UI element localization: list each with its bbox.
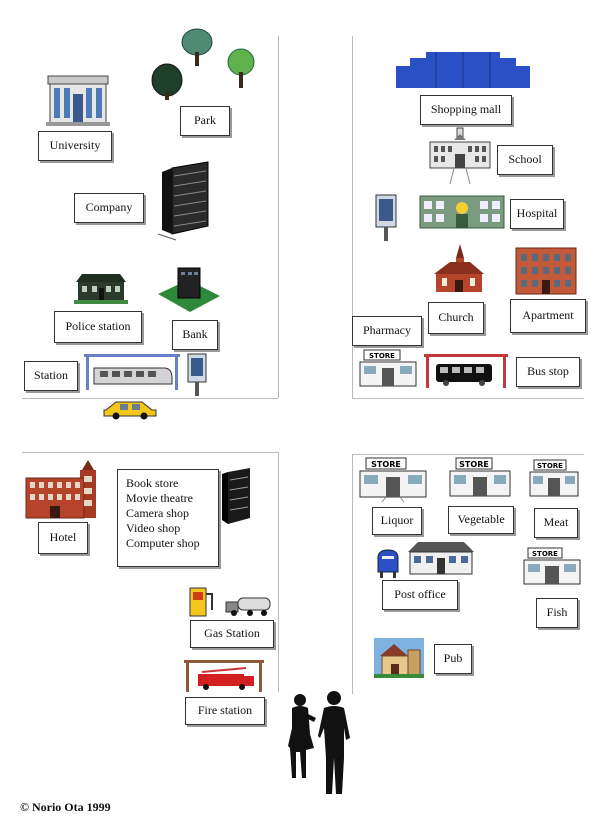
store-icon: STORE: [359, 457, 427, 503]
police-station-label: Police station: [54, 311, 142, 343]
phone-booth-icon: [375, 194, 397, 241]
company-label: Company: [74, 193, 144, 223]
fire-station-label: Fire station: [185, 697, 265, 725]
store-sign: STORE: [369, 352, 395, 360]
hotel-label: Hotel: [38, 522, 88, 554]
bank-icon: [158, 267, 220, 312]
police-station-icon: [74, 274, 128, 304]
fish-label: Fish: [536, 598, 578, 628]
tree-icon: [151, 63, 183, 100]
pharmacy-label: Pharmacy: [352, 316, 422, 346]
university-label: University: [38, 131, 112, 161]
divider-bottom-center: [278, 452, 279, 692]
apartment-icon: [515, 247, 577, 295]
hospital-label: Hospital: [510, 199, 564, 229]
office-tower-icon: [222, 468, 250, 524]
people-silhouette-icon: [288, 691, 350, 794]
vegetable-label: Vegetable: [448, 506, 514, 534]
pub-label: Pub: [434, 644, 472, 674]
taxi-icon: [103, 401, 157, 420]
hospital-icon: [419, 195, 505, 229]
shops-list-box: Book store Movie theatre Camera shop Vid…: [117, 469, 219, 567]
phone-booth-icon: [187, 353, 207, 396]
gas-pump-icon: [189, 587, 213, 617]
meat-label: Meat: [534, 508, 578, 538]
post-office-icon: [408, 542, 474, 575]
divider-bottom-left-top: [22, 452, 278, 453]
shops-list-item: Computer shop: [126, 536, 200, 550]
store-icon: STORE: [523, 547, 581, 585]
store-icon: STORE: [359, 349, 417, 387]
divider-bottom-right: [352, 454, 353, 694]
divider-bottom-right-top: [352, 454, 584, 455]
shopping-mall-label: Shopping mall: [420, 95, 512, 125]
shops-list-item: Book store: [126, 476, 179, 490]
post-office-label: Post office: [382, 580, 458, 610]
church-label: Church: [428, 302, 484, 334]
liquor-label: Liquor: [372, 507, 422, 535]
station-label: Station: [24, 361, 78, 391]
school-label: School: [497, 145, 553, 175]
shopping-mall-icon: [396, 52, 530, 88]
park-label: Park: [180, 106, 230, 136]
store-sign: STORE: [537, 462, 563, 470]
divider-top-left-bottom: [22, 398, 278, 399]
tree-icon: [227, 48, 255, 88]
office-tower-icon: [157, 161, 209, 241]
church-icon: [434, 244, 484, 292]
store-sign: STORE: [371, 460, 401, 469]
pub-icon: [374, 638, 424, 678]
store-sign: STORE: [459, 460, 489, 469]
bus-stop-icon: [424, 354, 508, 388]
divider-top-center: [278, 36, 279, 398]
train-station-icon: [84, 354, 180, 390]
divider-top-right-bottom: [352, 398, 584, 399]
shops-list-item: Camera shop: [126, 506, 189, 520]
divider-top-right: [352, 36, 353, 398]
university-icon: [46, 75, 110, 126]
copyright-text: © Norio Ota 1999: [20, 800, 111, 814]
store-icon: STORE: [529, 459, 579, 497]
fire-truck-icon: [184, 660, 264, 692]
shops-list-item: Video shop: [126, 521, 181, 535]
school-icon: [429, 127, 491, 185]
apartment-label: Apartment: [510, 299, 586, 333]
tanker-truck-icon: [225, 597, 271, 616]
store-icon: STORE: [449, 457, 511, 497]
bus-stop-label: Bus stop: [516, 357, 580, 387]
bank-label: Bank: [172, 320, 218, 350]
gas-station-label: Gas Station: [190, 620, 274, 648]
store-sign: STORE: [532, 550, 558, 558]
shops-list-item: Movie theatre: [126, 491, 193, 505]
tree-icon: [181, 28, 213, 66]
hotel-icon: [25, 460, 96, 519]
mailbox-icon: [377, 549, 399, 578]
